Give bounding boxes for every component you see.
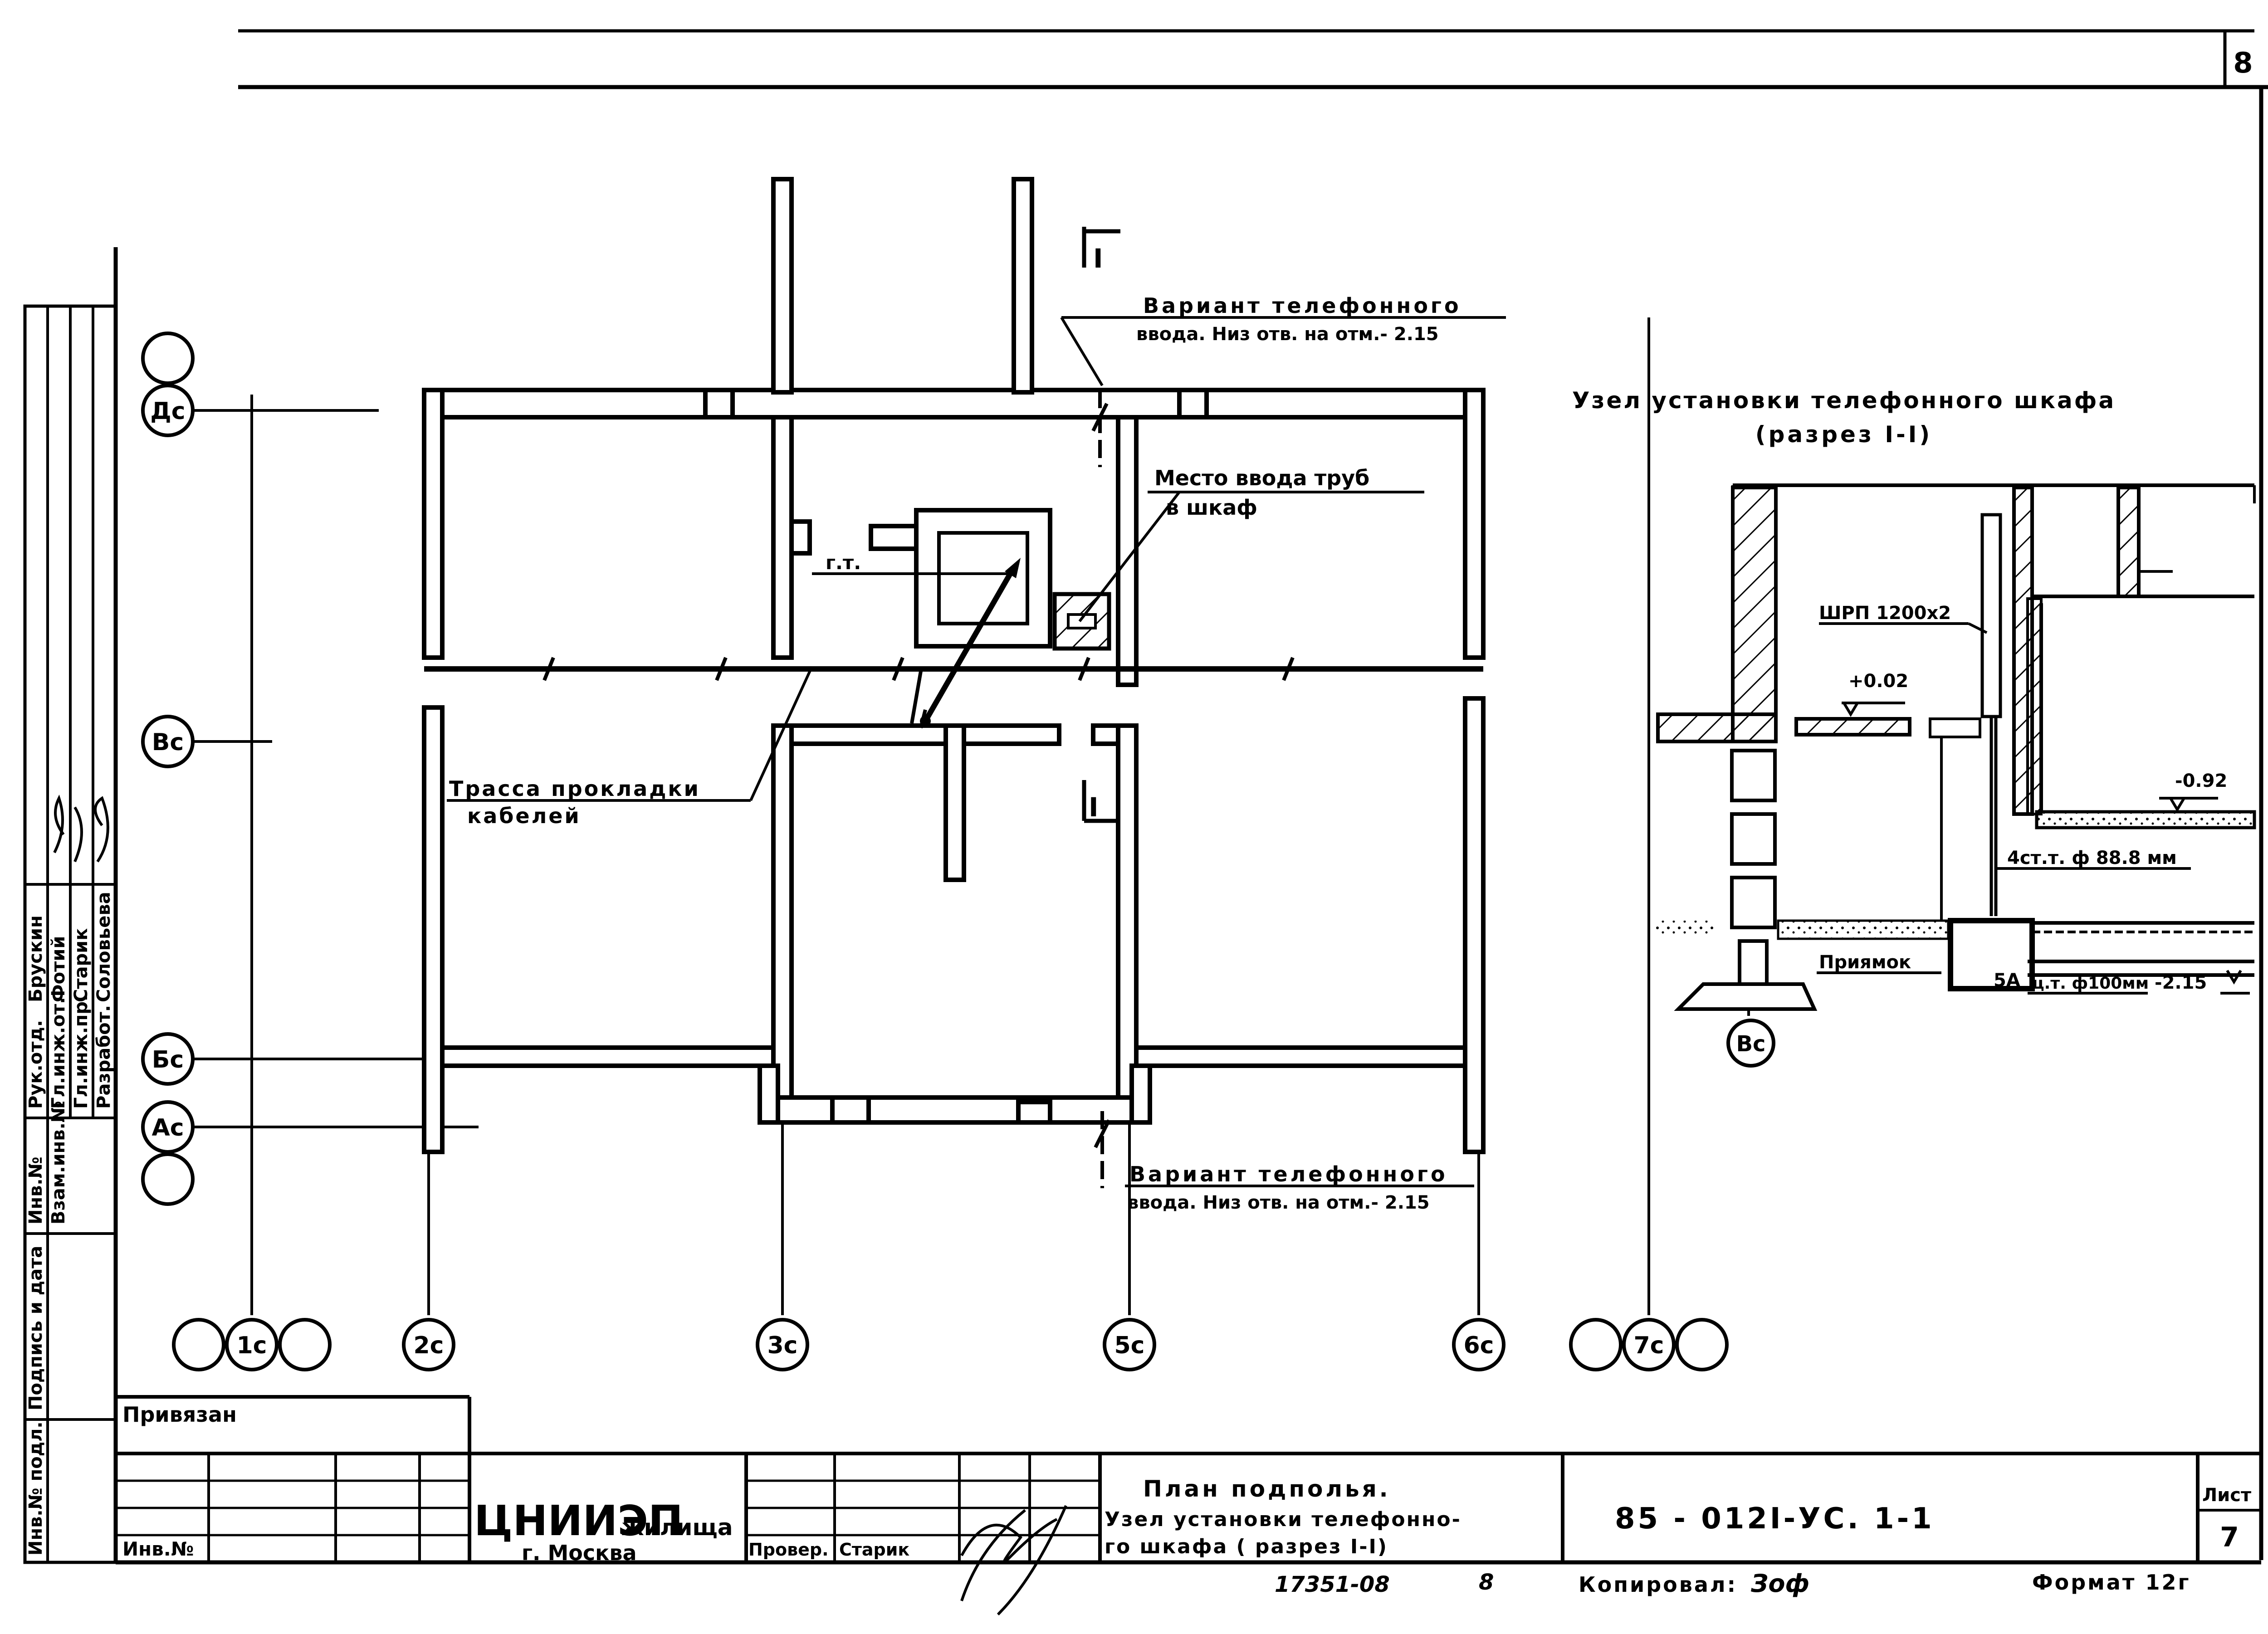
axis-circle-3c — [756, 1318, 809, 1371]
telephone-cabinet-plan — [914, 508, 1111, 727]
axis-label-dc: Дс — [150, 398, 185, 425]
sheet-label: Лист — [2202, 1485, 2252, 1506]
stamp-name-1: Брускин — [25, 915, 46, 1002]
attached-label: Привязан — [122, 1402, 237, 1427]
section-mark-top — [1082, 227, 1120, 268]
org-name: ЦНИИЭП — [474, 1497, 683, 1545]
section-title-line1: Узел установки телефонного шкафа — [1572, 387, 2116, 414]
title-block — [116, 1395, 2261, 1562]
designation: 85 - 012I-УС. 1-1 — [1615, 1502, 1935, 1536]
axis-circle-7c — [1622, 1318, 1676, 1371]
drawing-title-line1: План подполья. — [1143, 1476, 1391, 1502]
variant-bottom-line1: Вариант телефонного — [1129, 1162, 1448, 1186]
org-name-suffix: жилища — [621, 1514, 733, 1541]
variant-top-line1: Вариант телефонного — [1143, 293, 1461, 318]
copied-label: Копировал: — [1579, 1572, 1737, 1597]
stamp-signature-date-label: Подпись и дата — [25, 1246, 46, 1410]
section-axis-circle — [1726, 1019, 1775, 1068]
annotation-leaders — [447, 316, 1506, 1187]
cable-route-line1: Трасса прокладки — [449, 776, 700, 801]
drawing-title-line2: Узел установки телефонно- — [1105, 1508, 1461, 1531]
section-mark-bottom-label: I — [1089, 792, 1099, 823]
axis-label-bc: Бс — [152, 1046, 184, 1073]
axis-circle-empty-1a — [172, 1318, 225, 1371]
variant-top-line2: ввода. Низ отв. на отм.- 2.15 — [1136, 324, 1439, 345]
format-label: Формат 12г — [2032, 1570, 2191, 1595]
axis-circle-bc — [141, 1032, 195, 1086]
sheet-number-top: 8 — [2233, 46, 2253, 79]
axis-circle-empty-7a — [1569, 1318, 1623, 1371]
section-drawing — [1656, 483, 2256, 1016]
stamp-inv-label: Инв.№ — [25, 1156, 46, 1224]
axis-label-5c: 5с — [1114, 1332, 1144, 1359]
level-top-label: +0.02 — [1848, 671, 1908, 692]
section-title-line2: (разрез I-I) — [1755, 421, 1932, 448]
left-stamp — [23, 304, 117, 1564]
axis-label-7c: 7с — [1633, 1332, 1664, 1359]
checked-label: Провер. — [748, 1540, 829, 1560]
pipes-label: 4ст.т. ф 88.8 мм — [2007, 848, 2177, 868]
copied-signature: Зоф — [1750, 1569, 1809, 1598]
checked-name: Старик — [839, 1540, 909, 1560]
stamp-name-3: Старик — [71, 928, 92, 1002]
pipe-entry-line1: Место ввода труб — [1154, 466, 1369, 490]
axis-label-2c: 2с — [413, 1332, 444, 1359]
stamp-role-2: Гл.инж.от. — [48, 997, 69, 1109]
pipe-entry-line2: в шкаф — [1166, 495, 1257, 520]
stamp-signatures — [53, 795, 109, 863]
axis-circle-1c — [225, 1318, 279, 1371]
checked-signature — [960, 1505, 1067, 1616]
axis-label-3c: 3с — [767, 1332, 797, 1359]
axis-circle-empty-top — [141, 332, 195, 385]
gt-label: г.т. — [826, 551, 861, 574]
sheet-number: 7 — [2220, 1522, 2239, 1553]
pipe2-label: ц.т. ф100мм — [2032, 974, 2149, 993]
axis-circle-vc — [141, 715, 195, 768]
section-axis-label: Вс — [1736, 1031, 1765, 1057]
axis-label-1c: 1с — [236, 1332, 267, 1359]
level-bottom-label: -2.15 — [2155, 972, 2207, 993]
axis-circle-empty-bottom — [141, 1152, 195, 1206]
axis-circle-empty-1b — [278, 1318, 332, 1371]
org-city: г. Москва — [522, 1541, 637, 1565]
section-mark-bottom — [1082, 780, 1120, 823]
level-mid-label: -0.92 — [2175, 771, 2227, 791]
section-mark-top-label: I — [1093, 243, 1103, 274]
archive-number: 17351-08 — [1275, 1572, 1390, 1597]
stamp-role-1: Рук.отд. — [25, 1020, 46, 1109]
axis-circle-5c — [1103, 1318, 1156, 1371]
archive-sheet: 8 — [1479, 1570, 1494, 1595]
axis-label-vc: Вс — [152, 729, 184, 756]
stamp-name-2: Фотий — [48, 936, 69, 1002]
stamp-inv-original-label: Инв.№ подл. — [25, 1421, 46, 1556]
axis-circle-2c — [402, 1318, 455, 1371]
pipe-entry-marks — [1091, 390, 1111, 1188]
cable-route-line2: кабелей — [467, 804, 581, 828]
stamp-name-4: Соловьева — [93, 892, 114, 1002]
axis-label-ac: Ас — [152, 1114, 184, 1141]
axis-label-6c: 6с — [1463, 1332, 1494, 1359]
cabinet-label: ШРП 1200х2 — [1819, 603, 1951, 624]
section-level-marks — [1817, 622, 2250, 995]
axis-circle-ac — [141, 1100, 195, 1154]
axis-circle-6c — [1452, 1318, 1505, 1371]
pit-mark: 5А — [1994, 970, 2020, 991]
variant-bottom-line2: ввода. Низ отв. на отм.- 2.15 — [1127, 1192, 1430, 1213]
stamp-replace-inv-label: Взам.инв.№ — [48, 1101, 69, 1224]
axis-circle-empty-7b — [1675, 1318, 1729, 1371]
stamp-role-4: Разработ. — [93, 1005, 114, 1109]
stamp-role-3: Гл.инж.пр. — [71, 995, 92, 1109]
axis-circle-dc — [141, 384, 195, 437]
plan-walls — [422, 177, 1486, 1154]
drawing-title-line3: го шкафа ( разрез I-I) — [1105, 1535, 1388, 1558]
pit-label: Приямок — [1819, 952, 1911, 973]
inv-no-label: Инв.№ — [122, 1538, 194, 1560]
